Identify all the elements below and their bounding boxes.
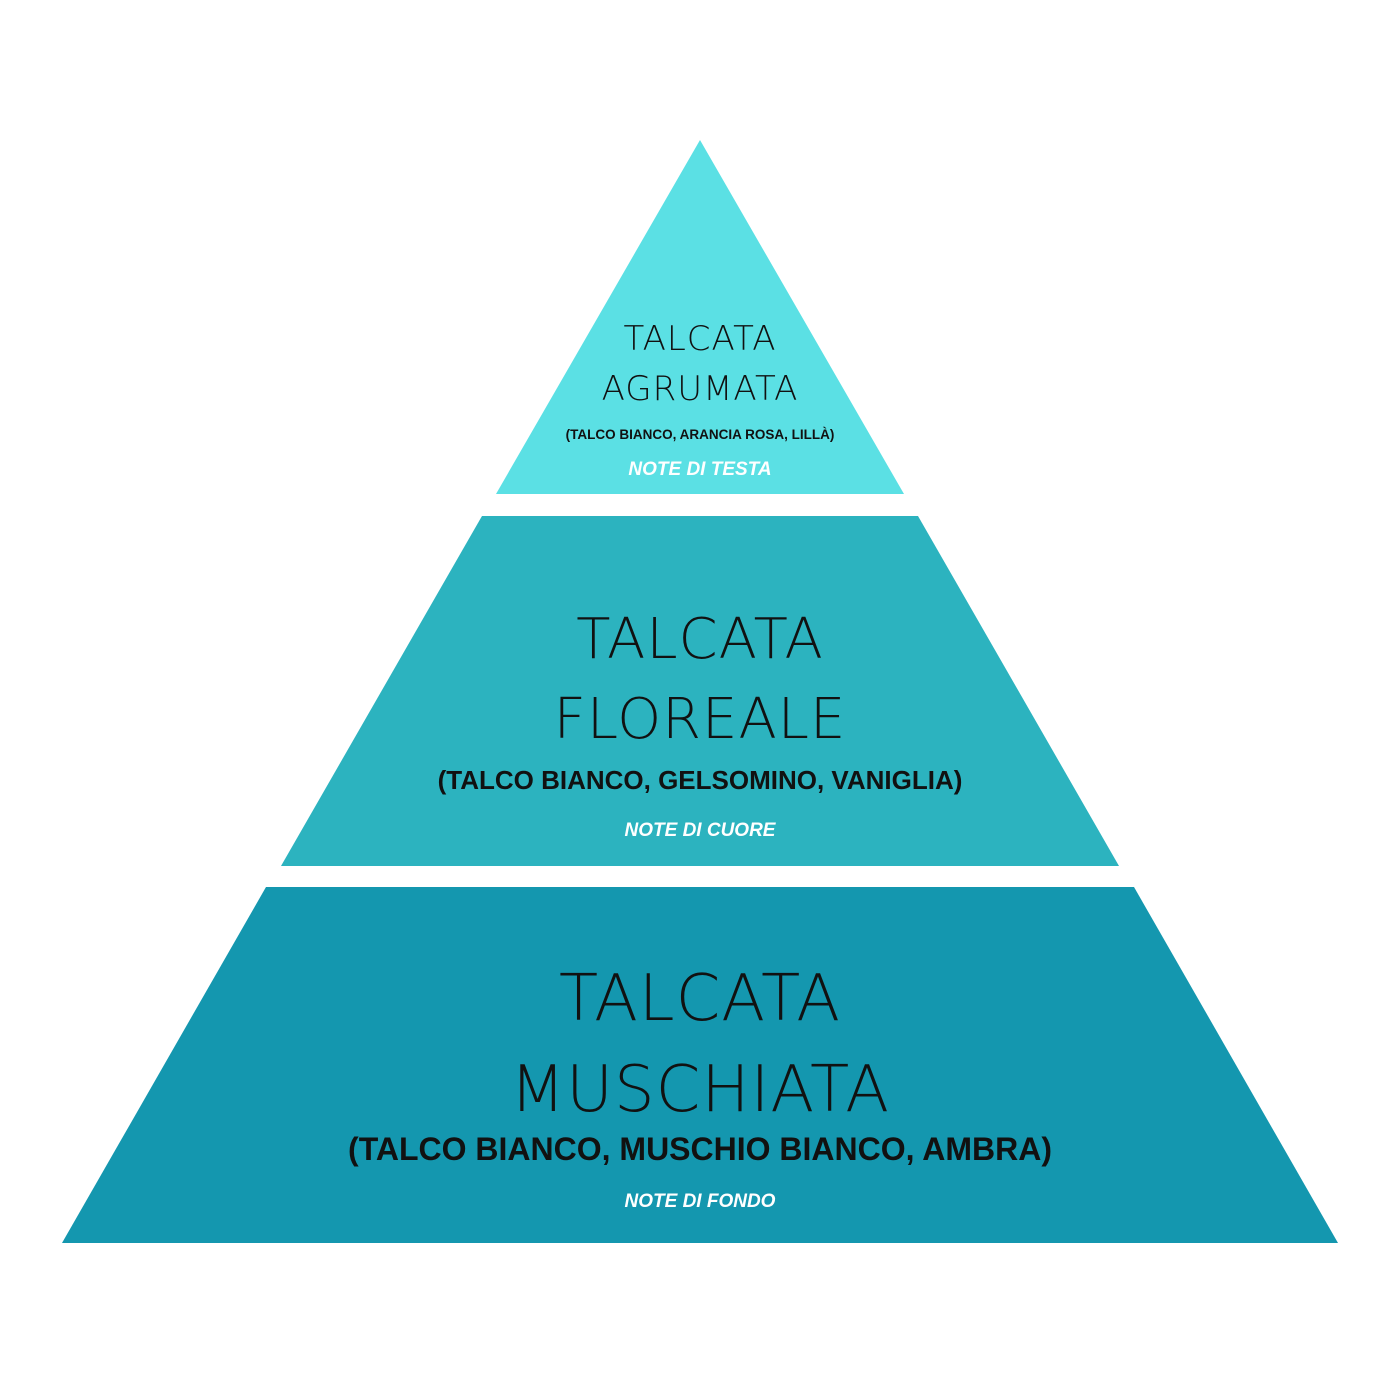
middle-tier-shape [281,516,1119,866]
bottom-tier-title-line1: TALCATA [559,962,841,1036]
top-tier-shape [496,140,904,494]
top-tier-note-label: NOTE DI TESTA [628,459,772,480]
middle-tier-ingredients: (TALCO BIANCO, GELSOMINO, VANIGLIA) [437,765,963,795]
bottom-tier-note-label: NOTE DI FONDO [624,1191,776,1212]
bottom-tier-ingredients: (TALCO BIANCO, MUSCHIO BIANCO, AMBRA) [348,1131,1052,1167]
middle-tier-note-label: NOTE DI CUORE [624,820,776,841]
middle-tier-title-line2: FLOREALE [553,687,847,752]
top-tier-ingredients: (TALCO BIANCO, ARANCIA ROSA, LILLÀ) [565,427,835,442]
bottom-tier-title-line2: MUSCHIATA [509,1053,891,1127]
top-tier-title-line1: TALCATA [623,319,777,359]
bottom-tier-shape [62,887,1338,1243]
top-tier-title-line2: AGRUMATA [601,369,799,409]
middle-tier-title-line1: TALCATA [576,607,824,672]
